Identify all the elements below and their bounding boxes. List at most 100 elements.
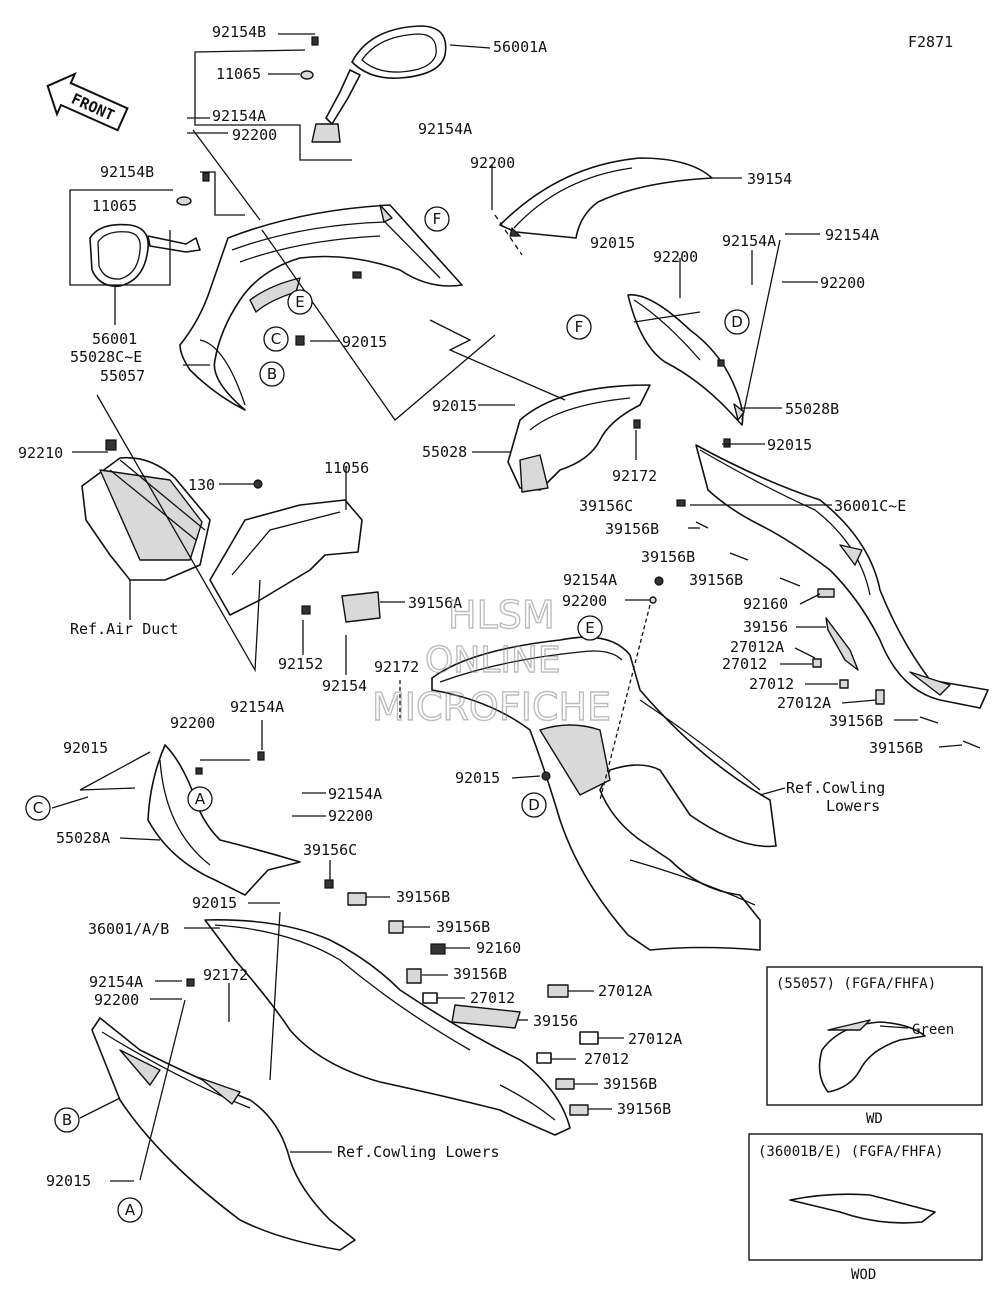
label-ref-cowling-lowers-r1: Ref.Cowling bbox=[786, 779, 885, 797]
svg-text:A: A bbox=[195, 790, 206, 808]
label-55028CE: 55028C~E bbox=[70, 348, 142, 366]
label-27012A-l1: 27012A bbox=[598, 982, 652, 1000]
svg-text:ONLINE: ONLINE bbox=[425, 640, 561, 681]
label-39156-l: 39156 bbox=[533, 1012, 578, 1030]
label-ref-air-duct: Ref.Air Duct bbox=[70, 620, 178, 638]
label-39156B-l3: 39156B bbox=[453, 965, 507, 983]
variant-box-36001B: (36001B/E) (FGFA/FHFA) WOD bbox=[748, 1133, 983, 1283]
label-39156B-r4: 39156B bbox=[829, 712, 883, 730]
label-92015-c: 92015 bbox=[767, 436, 812, 454]
svg-text:A: A bbox=[125, 1201, 136, 1219]
label-92154A-r1: 92154A bbox=[722, 232, 776, 250]
diagram-id: F2871 bbox=[908, 33, 953, 51]
label-92015-r3: 92015 bbox=[432, 397, 477, 415]
callout-F1: F bbox=[424, 206, 450, 232]
label-92200-lm: 92200 bbox=[328, 807, 373, 825]
label-92154A-c: 92154A bbox=[418, 120, 472, 138]
label-92200-l: 92200 bbox=[232, 126, 277, 144]
svg-text:F: F bbox=[575, 318, 584, 336]
label-39156B-r2: 39156B bbox=[641, 548, 695, 566]
label-92015-m: 92015 bbox=[342, 333, 387, 351]
callout-B2: B bbox=[54, 1107, 80, 1133]
svg-text:C: C bbox=[271, 330, 281, 348]
label-92200-ll: 92200 bbox=[170, 714, 215, 732]
label-27012A-r2: 27012A bbox=[777, 694, 831, 712]
label-11065-top: 11065 bbox=[216, 65, 261, 83]
side-cowl-right bbox=[695, 438, 989, 709]
label-39156B-r3: 39156B bbox=[689, 571, 743, 589]
label-92154A-m: 92154A bbox=[563, 571, 617, 589]
label-92154A-l: 92154A bbox=[212, 107, 266, 125]
label-27012-l2: 27012 bbox=[584, 1050, 629, 1068]
label-92015-r: 92015 bbox=[590, 234, 635, 252]
part-labels: 92154B 56001A 11065 92154A 92200 92154A … bbox=[18, 23, 923, 1190]
callout-D1: D bbox=[724, 309, 750, 335]
side-cowl-left bbox=[204, 919, 571, 1136]
label-92154A-lm: 92154A bbox=[328, 785, 382, 803]
label-39156B-r1: 39156B bbox=[605, 520, 659, 538]
variant-title-36001B: (36001B/E) (FGFA/FHFA) bbox=[758, 1144, 943, 1160]
callout-C1: C bbox=[263, 326, 289, 352]
label-55028: 55028 bbox=[422, 443, 467, 461]
label-92160-r: 92160 bbox=[743, 595, 788, 613]
svg-text:E: E bbox=[295, 293, 304, 311]
label-92160-l: 92160 bbox=[476, 939, 521, 957]
label-55028B: 55028B bbox=[785, 400, 839, 418]
label-92200-b: 92200 bbox=[94, 991, 139, 1009]
mid-fairing bbox=[431, 576, 777, 951]
label-11065-l: 11065 bbox=[92, 197, 137, 215]
label-11056: 11056 bbox=[324, 459, 369, 477]
label-27012-l1: 27012 bbox=[470, 989, 515, 1007]
variant-caption-wd: WD bbox=[866, 1111, 883, 1127]
mirror-right bbox=[300, 25, 447, 143]
label-55057: 55057 bbox=[100, 367, 145, 385]
callout-D2: D bbox=[521, 792, 547, 818]
label-92015-b: 92015 bbox=[46, 1172, 91, 1190]
label-36001CE: 36001C~E bbox=[834, 497, 906, 515]
windshield bbox=[494, 157, 713, 256]
bracket-55028 bbox=[507, 384, 651, 493]
stickers bbox=[324, 499, 981, 1116]
panel-55028A bbox=[147, 744, 301, 896]
label-92200-r2: 92200 bbox=[820, 274, 865, 292]
label-27012-r1: 27012 bbox=[722, 655, 767, 673]
label-ref-cowling-lowers-r2: Lowers bbox=[826, 797, 880, 815]
label-39156-r: 39156 bbox=[743, 618, 788, 636]
callout-C2: C bbox=[25, 795, 51, 821]
leader-lines bbox=[51, 33, 963, 1182]
label-92152: 92152 bbox=[278, 655, 323, 673]
svg-text:B: B bbox=[267, 365, 277, 383]
label-92154B-top: 92154B bbox=[212, 23, 266, 41]
svg-text:D: D bbox=[731, 313, 743, 331]
label-92154: 92154 bbox=[322, 677, 367, 695]
svg-text:C: C bbox=[33, 799, 43, 817]
callout-E2: E bbox=[577, 615, 603, 641]
label-39156B-l4: 39156B bbox=[603, 1075, 657, 1093]
callout-B1: B bbox=[259, 361, 285, 387]
label-27012-r2: 27012 bbox=[749, 675, 794, 693]
svg-text:E: E bbox=[585, 619, 594, 637]
bracket-11056 bbox=[209, 479, 381, 623]
label-39156B-l5: 39156B bbox=[617, 1100, 671, 1118]
variant-title-55057: (55057) (FGFA/FHFA) bbox=[776, 976, 936, 992]
watermark: HLSM ONLINE MICROFICHE bbox=[371, 592, 611, 729]
label-92154A-r2: 92154A bbox=[825, 226, 879, 244]
label-92200-c: 92200 bbox=[470, 154, 515, 172]
upper-cowl bbox=[179, 204, 463, 411]
svg-text:B: B bbox=[62, 1111, 72, 1129]
label-56001: 56001 bbox=[92, 330, 137, 348]
label-39156C-l: 39156C bbox=[303, 841, 357, 859]
label-92015-m2: 92015 bbox=[455, 769, 500, 787]
label-39156B-l2: 39156B bbox=[436, 918, 490, 936]
callout-F2: F bbox=[566, 314, 592, 340]
svg-text:MICROFICHE: MICROFICHE bbox=[372, 685, 611, 729]
label-92200-r: 92200 bbox=[653, 248, 698, 266]
label-130: 130 bbox=[188, 476, 215, 494]
label-39156B-l1: 39156B bbox=[396, 888, 450, 906]
label-92154A-ll: 92154A bbox=[230, 698, 284, 716]
label-92200-m: 92200 bbox=[562, 592, 607, 610]
svg-text:HLSM: HLSM bbox=[448, 593, 555, 637]
label-92172-b: 92172 bbox=[203, 966, 248, 984]
